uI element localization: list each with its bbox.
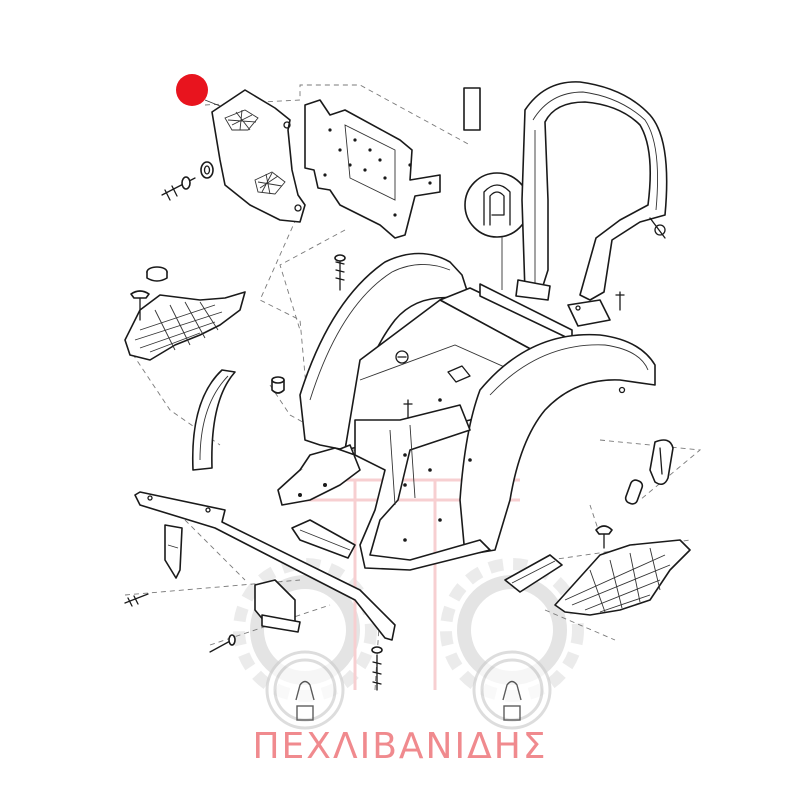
right-foot-step-plate[interactable]: [554, 525, 691, 616]
fender-mount-bolt[interactable]: [334, 254, 346, 291]
roll-bar-frame[interactable]: [515, 81, 668, 327]
step-extrusion-lower[interactable]: [504, 554, 563, 593]
shield-plate-part[interactable]: [211, 89, 306, 223]
lower-bolt-center[interactable]: [209, 634, 236, 653]
right-seal-loops[interactable]: [624, 439, 674, 505]
rear-fender-assembly[interactable]: [277, 252, 656, 571]
lower-support-arm[interactable]: [134, 491, 396, 641]
mud-guard-bracket[interactable]: [254, 579, 301, 633]
lower-bolt-left[interactable]: [124, 593, 149, 607]
step-extrusion-upper[interactable]: [291, 519, 356, 559]
lower-bolt-vertical[interactable]: [371, 646, 383, 691]
small-grommet[interactable]: [271, 376, 285, 394]
watermark-hubs: [265, 650, 552, 730]
highlight-marker-dot[interactable]: [176, 74, 208, 106]
small-bracket-plate[interactable]: [164, 524, 183, 579]
fender-seal-strip[interactable]: [191, 369, 236, 471]
mounting-bracket-plate[interactable]: [304, 99, 441, 239]
left-foot-step-plate[interactable]: [124, 266, 246, 361]
shield-bolt-and-washer[interactable]: [161, 161, 214, 201]
watermark-text: ΠΕΧΛΙΒΑΝΙΔΗΣ: [252, 726, 547, 767]
rubber-strip-part[interactable]: [463, 87, 481, 131]
